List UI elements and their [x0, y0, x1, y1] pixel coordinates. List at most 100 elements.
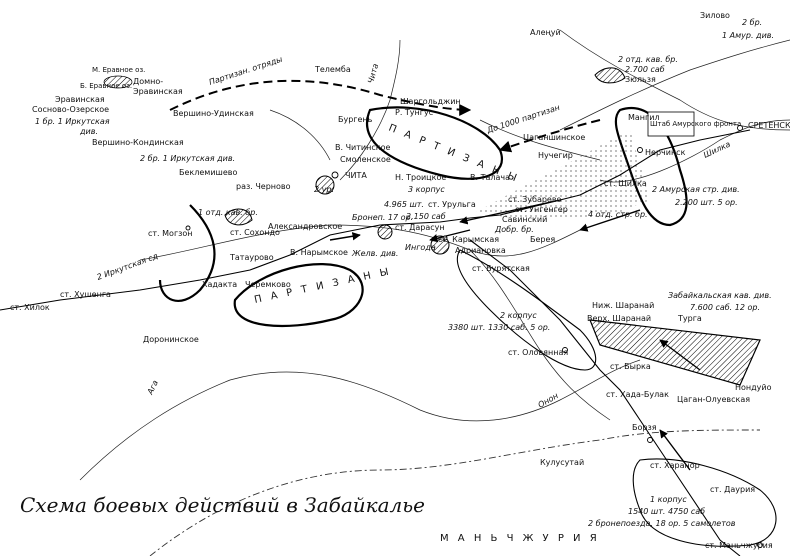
town-markers [185, 125, 763, 548]
unit-label-otd-str: 4 отд. стр. бр. [588, 210, 648, 219]
label-alenuy: Алеңуй [530, 28, 561, 37]
unit-label-zhel-div: Желв. див. [351, 249, 398, 258]
unit-label-zab-kav-sab: 7.600 саб. 12 ор. [690, 303, 760, 312]
unit-label-amur-div1: 1 Амур. див. [722, 31, 774, 40]
label-r-tungus: Р. Тунгус [395, 108, 433, 117]
attack-arrows [329, 199, 701, 471]
unit-label-amur-str-sab: 2.200 шт. 5 ор. [675, 198, 738, 207]
label-sosnovo: Сосново-Озерское [32, 105, 109, 114]
unit-label-bronepoezd: Бронеп. 17 ор. [352, 213, 413, 222]
label-sokhondo: ст. Сохондо [230, 228, 280, 237]
arrow-amur-1 [579, 209, 641, 232]
label-st-dauriya: ст. Даурия [710, 485, 755, 494]
unit-label-zab-kav: Забайкальская кав. див. [668, 291, 772, 300]
label-telemba: Телемба [314, 65, 351, 74]
label-bereya: Берея [530, 235, 555, 244]
unit-label-korpus3: 3 корпус [408, 185, 445, 194]
unit-label-partisans-1000: До 1000 партизан [485, 103, 561, 135]
arrow-korpus3 [459, 199, 561, 225]
irk-sd-zone [158, 204, 216, 302]
unit-symbol-karymskaya [430, 235, 450, 255]
label-cheremkovo: Черемково [245, 280, 291, 289]
arrow-irk-2 [329, 232, 361, 241]
label-khadakta: Хадакта [202, 280, 237, 289]
unit-symbols [224, 67, 695, 255]
unit-label-korpus1-sab: 1540 шт. 4750 саб [628, 507, 705, 516]
unit-label-amur-str: 2 Амурская стр. див. [652, 185, 740, 194]
river-label-chita: Чита [366, 63, 380, 85]
river-label-ingoda: Ингода [405, 243, 436, 252]
arrow-korpus1 [659, 429, 691, 471]
label-st-khada-bulak: ст. Хада-Булак [606, 390, 669, 399]
unit-symbol-tarasun [377, 224, 393, 240]
shtab-box [647, 111, 695, 137]
unit-label-bronepoezd2: 2 бронепоезда, 18 ор. 5 самолетов [588, 519, 736, 528]
unit-label-irk-otd-kav: 1 отд. кав. бр. [198, 208, 258, 217]
zab-kav-wedge [589, 319, 761, 386]
river-small-1 [269, 109, 331, 161]
label-n-troitskoe: Н. Троицкое [395, 173, 446, 182]
partisans-south-zone [233, 263, 364, 328]
unit-label-korpus3-sab2: 2.150 саб [406, 212, 446, 221]
unit-label-amur-kav-sab: 2.700 саб [625, 65, 665, 74]
label-st-byrka: ст. Бырка [610, 362, 651, 371]
label-beklemishevo: Беклемишево [179, 168, 237, 177]
river-zyulzya [559, 39, 790, 131]
manchuria-border [149, 429, 761, 556]
unit-label-amur-kav: 2 отд. кав. бр. [618, 55, 678, 64]
label-doroninskoe: Доронинское [143, 335, 199, 344]
label-vershino-udinskaya: Вершино-Удинская [173, 109, 254, 118]
town-marker-mogzon [185, 225, 191, 231]
label-st-khilok: ст. Хилок [10, 303, 50, 312]
label-v-talacha: В. Талача [470, 173, 510, 182]
korpus2-zone [456, 249, 597, 371]
label-chita: ЧИТА [345, 171, 367, 180]
arrow-zab-kav [659, 339, 701, 371]
label-b-eravnoe: Б. Еравное оз. [80, 82, 132, 90]
label-st-tarasun: ст. Дарасун [395, 223, 445, 232]
label-kulusutai: Кулусутай [540, 458, 584, 467]
country-label: М А Н Ь Ч Ж У Р И Я [440, 533, 600, 544]
label-st-manchzhuriya: ст. Маньчжурия [705, 541, 773, 550]
label-st-buryatskaya: ст. Бурятская [472, 264, 530, 273]
town-marker-olovyannaya [562, 347, 568, 353]
label-m-eravnoe: М. Еравное оз. [92, 66, 145, 74]
unit-label-korpus3-sab: 4.965 шт. [384, 200, 424, 209]
town-marker-chita [331, 171, 339, 179]
label-shargoldzhin: Шаргольджин [400, 97, 461, 106]
label-borzya: Борзя [632, 423, 657, 432]
unit-label-chita-2yr: 2 ур. [314, 185, 334, 194]
unit-label-amur-2br: 2 бр. [742, 18, 762, 27]
unit-label-irk-2br: 2 бр. 1 Иркутская див. [140, 154, 235, 163]
map-title: Схема боевых действий в Забайкалье [20, 493, 425, 517]
label-st-savinskiy: Савинский [502, 215, 547, 224]
label-tsagan: Цаганшинское [523, 133, 585, 142]
korpus1-zone [632, 458, 777, 547]
unit-label-korpus2-sab: 3380 шт. 1330 саб. 5 ор. [448, 323, 550, 332]
river-label-aga: Ага [145, 379, 160, 397]
label-st-mogzon: ст. Могзон [148, 229, 193, 238]
town-marker-karymskaya [442, 235, 448, 241]
river-aga [469, 249, 611, 421]
town-marker-manchuria [757, 542, 763, 548]
lake-eravnoe [103, 75, 133, 89]
label-v-chitinskoe: В. Читинское [335, 143, 390, 152]
river-label-onon: Онон [537, 391, 560, 410]
label-st-olovyannaya: ст. Оловянная [508, 348, 568, 357]
label-nonduyo: Нондуйо [735, 383, 772, 392]
label-st-urulga: ст. Урульга [428, 200, 476, 209]
river-chita [339, 39, 401, 181]
unit-label-irk-1br: 1 бр. 1 Иркутская [35, 117, 110, 126]
place-labels: Зилово Алеңуй Телемба Шаргольджин Р. Тун… [10, 11, 790, 550]
partisans-north-zone [366, 106, 503, 180]
river-onon [79, 359, 641, 481]
unit-label-shtab: Штаб Амурского фронта [650, 120, 741, 128]
label-st-zubarevo: ст. Зубарево [508, 195, 562, 204]
label-st-kharanor: ст. Харанор [650, 461, 700, 470]
label-nizh-sharanai: Ниж. Шаранай [592, 301, 654, 310]
label-verkh-sharanai: Верх. Шаранай [587, 314, 651, 323]
label-zilovo: Зилово [700, 11, 730, 20]
town-marker-nerchinsk [637, 147, 643, 153]
label-sretensk: СРЕТЕНСК [748, 121, 790, 130]
